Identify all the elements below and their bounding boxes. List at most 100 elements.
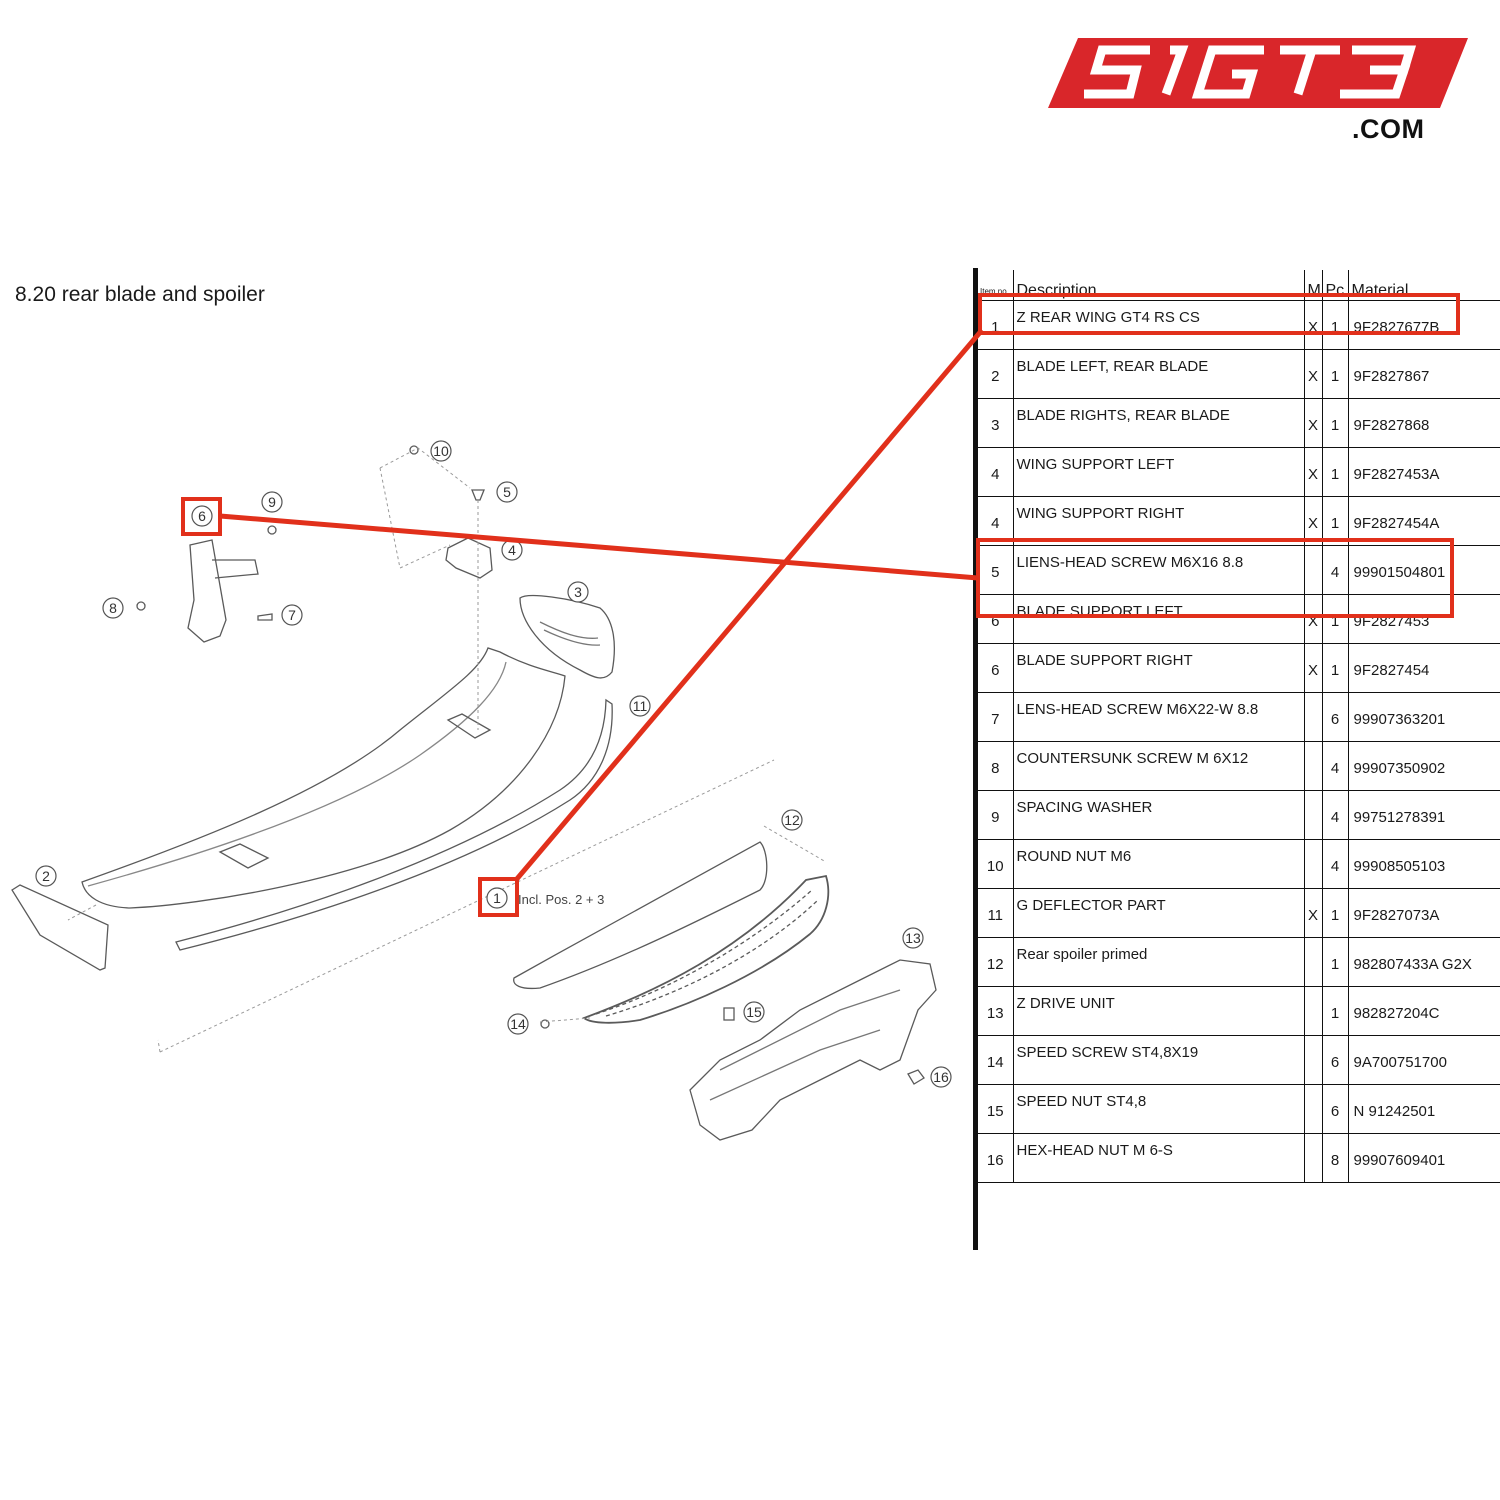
highlight-callout-6 xyxy=(181,497,222,536)
cell-m: X xyxy=(1303,300,1322,350)
callout-9[interactable]: 9 xyxy=(268,494,276,510)
callout-6[interactable]: 6 xyxy=(198,508,206,524)
cell-item-no: 15 xyxy=(978,1084,1013,1134)
cell-item-no: 12 xyxy=(978,937,1013,987)
deflector-strip xyxy=(175,698,613,951)
cell-m xyxy=(1303,937,1322,987)
callout-13[interactable]: 13 xyxy=(905,930,921,946)
cell-description: Z REAR WING GT4 RS CS xyxy=(1012,300,1304,350)
cell-description: WING SUPPORT LEFT xyxy=(1012,447,1304,497)
cell-material: 99907363201 xyxy=(1347,692,1500,742)
callout-4[interactable]: 4 xyxy=(508,542,516,558)
callout-5[interactable]: 5 xyxy=(503,484,511,500)
callout-3[interactable]: 3 xyxy=(574,584,582,600)
callout-circle-10 xyxy=(430,440,452,462)
cell-m xyxy=(1303,741,1322,791)
cell-pc: 1 xyxy=(1321,300,1348,350)
callout-15[interactable]: 15 xyxy=(746,1004,762,1020)
cell-material: 9F2827453A xyxy=(1347,447,1500,497)
cell-m: X xyxy=(1303,349,1322,399)
cell-description: Rear spoiler primed xyxy=(1012,937,1304,987)
hex-nut xyxy=(907,1069,925,1085)
cell-material: 9F2827073A xyxy=(1347,888,1500,938)
exploded-view-diagram xyxy=(11,440,952,1141)
cell-item-no: 16 xyxy=(978,1133,1013,1183)
logo-mark xyxy=(1048,38,1468,108)
callout-circle-2 xyxy=(35,865,57,887)
cell-pc: 1 xyxy=(1321,986,1348,1036)
blade-right xyxy=(519,594,615,679)
highlight-rows-item-6 xyxy=(976,538,1454,618)
callout-8[interactable]: 8 xyxy=(109,600,117,616)
screw-5 xyxy=(471,489,485,501)
cell-pc: 6 xyxy=(1321,1035,1348,1085)
cell-pc: 4 xyxy=(1321,839,1348,889)
main-wing xyxy=(81,647,566,909)
cell-material: 9F2827867 xyxy=(1347,349,1500,399)
callout-circle-6 xyxy=(191,505,213,527)
cell-m: X xyxy=(1303,594,1322,644)
callout-14[interactable]: 14 xyxy=(510,1016,526,1032)
cell-pc: 1 xyxy=(1321,496,1348,546)
screw-7 xyxy=(257,613,273,621)
cell-pc: 1 xyxy=(1321,398,1348,448)
cell-item-no: 2 xyxy=(978,349,1013,399)
cell-pc: 6 xyxy=(1321,1084,1348,1134)
spoiler-grid xyxy=(582,874,830,1024)
callout-11[interactable]: 11 xyxy=(632,698,648,714)
blade-left xyxy=(11,884,109,971)
callout-7[interactable]: 7 xyxy=(288,607,296,623)
cell-pc: 8 xyxy=(1321,1133,1348,1183)
wing-support xyxy=(445,537,493,579)
cell-material: 99901504801 xyxy=(1347,545,1500,595)
cell-material: 982807433A G2X xyxy=(1347,937,1500,987)
cell-material: 9F2827454A xyxy=(1347,496,1500,546)
callout-12[interactable]: 12 xyxy=(784,812,800,828)
cell-description: HEX-HEAD NUT M 6-S xyxy=(1012,1133,1304,1183)
site-logo[interactable]: .COM xyxy=(1040,30,1480,150)
callout-1[interactable]: 1 xyxy=(493,890,501,906)
cell-description: BLADE LEFT, REAR BLADE xyxy=(1012,349,1304,399)
cell-pc: 1 xyxy=(1321,643,1348,693)
highlight-callout-1 xyxy=(478,877,519,917)
screw-8 xyxy=(136,601,146,611)
header-item-no: Item no. xyxy=(980,287,1009,296)
cell-description: WING SUPPORT RIGHT xyxy=(1012,496,1304,546)
cell-item-no: 8 xyxy=(978,741,1013,791)
cell-material: 982827204C xyxy=(1347,986,1500,1036)
logo-suffix: .COM xyxy=(1352,114,1425,144)
cell-m xyxy=(1303,1035,1322,1085)
cell-material: N 91242501 xyxy=(1347,1084,1500,1134)
cell-item-no: 11 xyxy=(978,888,1013,938)
cell-m: X xyxy=(1303,496,1322,546)
callout-10[interactable]: 10 xyxy=(433,443,449,459)
highlight-row-item-1 xyxy=(978,293,1460,335)
cell-material: 9F2827868 xyxy=(1347,398,1500,448)
cell-pc: 4 xyxy=(1321,741,1348,791)
cell-item-no: 13 xyxy=(978,986,1013,1036)
cell-item-no: 4 xyxy=(978,447,1013,497)
callout-16[interactable]: 16 xyxy=(933,1069,949,1085)
callout-2[interactable]: 2 xyxy=(42,868,50,884)
cell-pc: 1 xyxy=(1321,888,1348,938)
cell-material: 9A700751700 xyxy=(1347,1035,1500,1085)
